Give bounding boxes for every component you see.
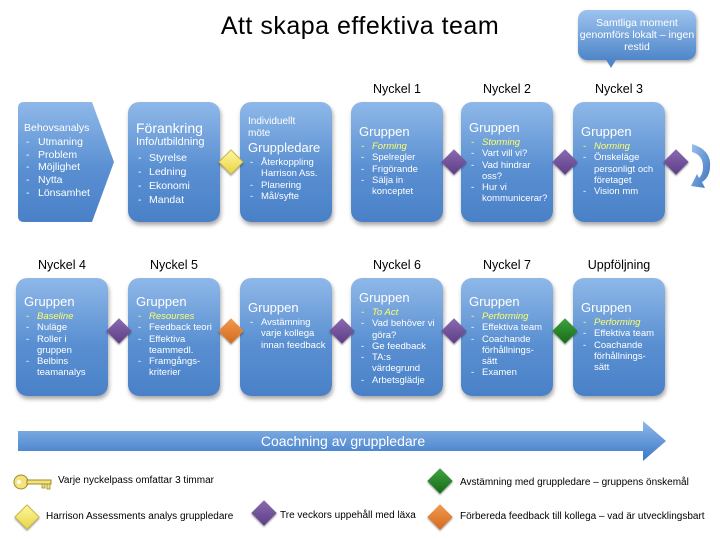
list-item: -Lönsamhet (26, 186, 90, 199)
key-label: Nyckel 1 (373, 82, 421, 96)
list-item: Roller i gruppen (24, 334, 103, 357)
callout-tail (605, 58, 617, 68)
legend-purple-diamond (251, 500, 277, 526)
card-head: Gruppen (469, 120, 520, 135)
key-label: Uppföljning (587, 258, 651, 272)
card-head: Gruppen (581, 300, 632, 315)
list-item: Effektiva team (469, 322, 548, 334)
card-head: Gruppledare (248, 140, 321, 155)
card-nyckel-1: Gruppen Forming Spelregler Frigörande Sä… (351, 102, 443, 222)
card-nyckel-6: Gruppen To Act Vad behöver vi göra? Ge f… (351, 278, 443, 396)
card-sub: Info/utbildning (136, 136, 205, 148)
callout-text: Samtliga moment genomförs lokalt – ingen… (579, 17, 695, 53)
legend-orange-text: Förbereda feedback till kollega – vad är… (460, 511, 705, 522)
stage-label: Forming (359, 141, 438, 153)
key-label: Nyckel 2 (483, 82, 531, 96)
list-item: Effektiva teammedl. (136, 334, 215, 357)
card-head: Gruppen (136, 294, 187, 309)
legend-green-text: Avstämning med gruppledare – gruppens ön… (460, 477, 689, 488)
stage-label: Resourses (136, 311, 215, 323)
coaching-arrow-shape (18, 421, 666, 461)
card-head: Gruppen (359, 290, 410, 305)
list-item: Nuläge (24, 322, 103, 334)
list-item: TA:s värdegrund (359, 352, 438, 375)
card-feedback-prep: Gruppen Avstämning varje kollega innan f… (240, 278, 332, 396)
list-item: Coachande förhållnings-sätt (581, 340, 660, 374)
list-item: Önskeläge personligt och företaget (581, 152, 660, 186)
list-item: Belbins teamanalys (24, 356, 103, 379)
list-item: Vad behöver vi göra? (359, 318, 438, 341)
list-item: Frigörande (359, 164, 438, 176)
list-item: Hur vi kommunicerar? (469, 182, 548, 205)
legend-key-text: Varje nyckelpass omfattar 3 timmar (58, 475, 214, 486)
card-behovsanalys: Behovsanalys -Utmaning -Problem -Möjligh… (24, 122, 100, 200)
stage-label: Performing (581, 317, 660, 329)
list-item: Mål/syfte (248, 191, 327, 203)
list-item: Effektiva team (581, 328, 660, 340)
card-pre1: Individuellt (248, 116, 296, 127)
card-nyckel-3: Gruppen Norming Önskeläge personligt och… (573, 102, 665, 222)
stage-label: Baseline (24, 311, 103, 323)
list-item: Ekonomi (136, 179, 214, 193)
key-label: Nyckel 6 (373, 258, 421, 272)
list-item: Coachande förhållnings-sätt (469, 334, 548, 368)
card-gruppledare: Individuellt möte Gruppledare Återkoppli… (240, 102, 332, 222)
card-nyckel-2: Gruppen Storming Vart vill vi? Vad hindr… (461, 102, 553, 222)
list-item: Examen (469, 367, 548, 379)
card-nyckel-5: Gruppen Resourses Feedback teori Effekti… (128, 278, 220, 396)
list-item: Återkoppling Harrison Ass. (248, 157, 327, 180)
card-nyckel-4: Gruppen Baseline Nuläge Roller i gruppen… (16, 278, 108, 396)
card-pre2: möte (248, 128, 271, 139)
stage-label: Norming (581, 141, 660, 153)
list-item: -Utmaning (26, 136, 83, 148)
key-label: Nyckel 7 (483, 258, 531, 272)
list-item: -Möjlighet (26, 161, 81, 174)
key-label: Nyckel 3 (595, 82, 643, 96)
card-forankring: Förankring Info/utbildning Styrelse Ledn… (128, 102, 220, 222)
card-head: Behovsanalys (24, 122, 90, 134)
pause-diamond (663, 149, 689, 175)
legend-yellow-diamond (14, 504, 40, 530)
list-item: Arbetsglädje (359, 375, 438, 387)
card-head: Gruppen (248, 300, 299, 315)
card-head: Gruppen (24, 294, 75, 309)
legend-yellow-text: Harrison Assessments analys gruppledare (46, 511, 234, 522)
list-item: Framgångs-kriterier (136, 356, 215, 379)
card-nyckel-7: Gruppen Performing Effektiva team Coacha… (461, 278, 553, 396)
card-head: Gruppen (581, 124, 632, 139)
card-uppfoljning: Gruppen Performing Effektiva team Coacha… (573, 278, 665, 396)
list-item: Vision mm (581, 186, 660, 198)
callout-box: Samtliga moment genomförs lokalt – ingen… (578, 10, 696, 60)
key-label: Nyckel 4 (38, 258, 86, 272)
list-item: Spelregler (359, 152, 438, 164)
list-item: Styrelse (136, 151, 214, 165)
list-item: Vart vill vi? (469, 148, 548, 160)
list-item: Ge feedback (359, 341, 438, 353)
page-title: Att skapa effektiva team (220, 12, 500, 40)
behovsanalys-arrow-shape (18, 102, 114, 222)
list-item: Feedback teori (136, 322, 215, 334)
stage-label: To Act (359, 307, 438, 319)
list-item: Vad hindrar oss? (469, 160, 548, 183)
list-item: -Problem (26, 148, 78, 161)
list-item: -Nytta (26, 174, 63, 187)
card-head: Gruppen (469, 294, 520, 309)
list-item: Avstämning varje kollega innan feedback (248, 317, 327, 351)
legend-purple-text: Tre veckors uppehåll med läxa (280, 510, 416, 521)
list-item: Mandat (136, 193, 214, 207)
legend-orange-diamond (427, 504, 453, 530)
key-icon (13, 474, 52, 490)
list-item: Sälja in konceptet (359, 175, 438, 198)
legend-green-diamond (427, 468, 453, 494)
stage-label: Storming (469, 137, 548, 149)
coaching-arrow-label: Coachning av gruppledare (260, 433, 426, 449)
stage-label: Performing (469, 311, 548, 323)
card-head: Förankring (136, 120, 203, 136)
card-head: Gruppen (359, 124, 410, 139)
curved-continue-arrow-icon (691, 144, 711, 188)
list-item: Planering (248, 180, 327, 192)
list-item: Ledning (136, 165, 214, 179)
key-label: Nyckel 5 (150, 258, 198, 272)
